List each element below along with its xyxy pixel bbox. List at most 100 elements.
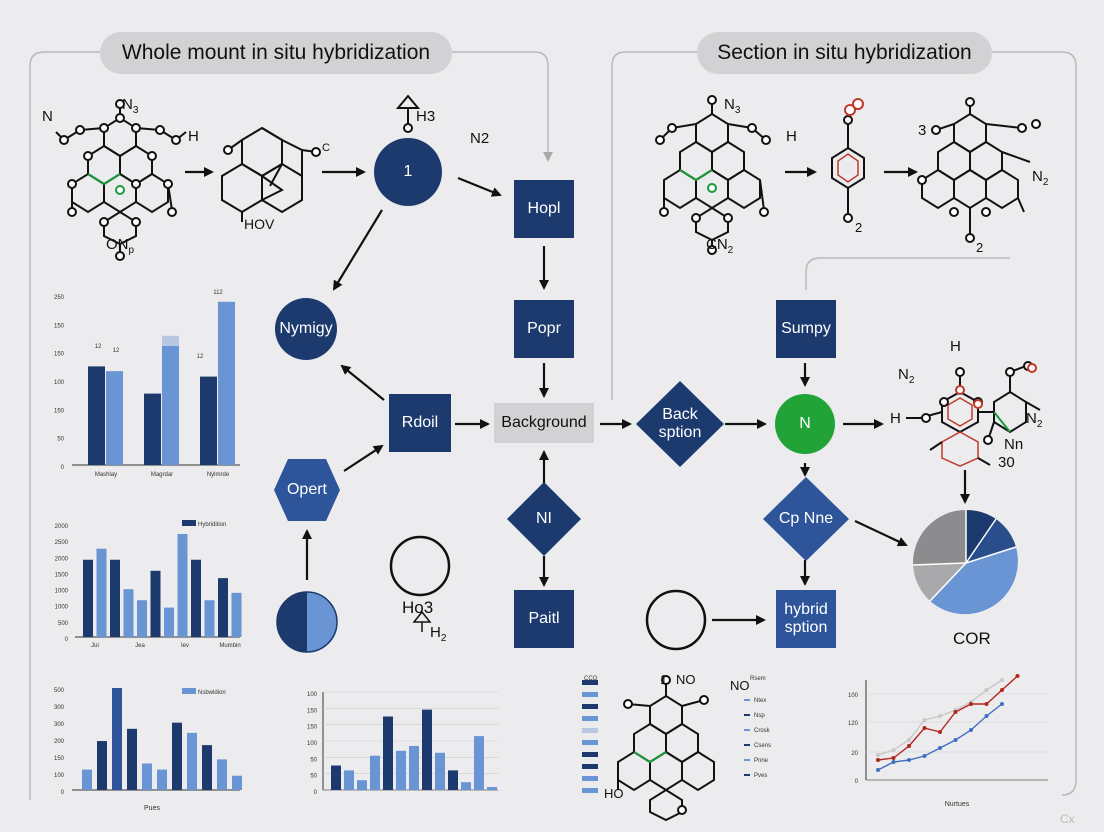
ni-label: NI [536, 509, 552, 527]
m7-1-label: 1 [660, 672, 668, 687]
bar [231, 592, 242, 637]
data-label: 112 [213, 290, 223, 296]
x-tick-label: Jui [91, 643, 99, 649]
m1-n-label: N [42, 108, 53, 125]
back-sption-label: Back sption [658, 405, 702, 441]
series-gray-point [907, 738, 911, 742]
triangle-shape [395, 94, 421, 109]
series-red-point [938, 730, 942, 734]
legend-header: CCO [584, 676, 598, 682]
bar [202, 745, 212, 790]
molecule-1 [55, 99, 187, 261]
bar [97, 741, 107, 790]
triangle-group [395, 94, 421, 133]
bar [96, 548, 107, 637]
h2-label: H2 [430, 624, 447, 644]
bar-series1 [88, 366, 105, 465]
cp-nne-label: Cp Nne [778, 509, 834, 527]
molecule-7 [617, 675, 715, 822]
hopl-box: Hopl [514, 180, 574, 238]
m3-cn-label: CN2 [706, 236, 734, 256]
m3-h-label: H [786, 128, 797, 145]
frame-lines [29, 51, 1077, 800]
m4-o2-label: 2 [855, 220, 863, 235]
bar [217, 759, 227, 790]
bar [110, 559, 120, 637]
hybrid-sption-box: hybrid sption [776, 590, 836, 648]
y-tick-label: 0 [855, 779, 859, 785]
y-tick-label: 150 [54, 408, 65, 414]
legend-swatch [182, 688, 196, 694]
y-tick-label: 100 [307, 692, 318, 698]
y-tick-label: 100 [848, 693, 859, 699]
opert-hexagon-shape [274, 459, 340, 521]
series-blue-point [984, 714, 989, 718]
legend-swatch [182, 520, 196, 526]
x-tick-label: Mumbin [219, 643, 240, 649]
right-frame-line-right [990, 51, 1077, 796]
series-red-point [953, 710, 958, 714]
bar [448, 770, 458, 790]
legend-label: Hybridition [198, 522, 226, 528]
nymigy-circle: Nymigy [275, 298, 337, 360]
series-blue-point [922, 754, 927, 758]
x-tick-label: Nylmrde [207, 472, 230, 478]
watermark: Cx [1060, 812, 1075, 826]
m6-h-label: H [890, 410, 901, 427]
rdoil-box: Rdoil [389, 394, 451, 452]
series-blue-point [1000, 702, 1004, 706]
m6-n2b-label: N2 [1026, 410, 1043, 430]
right-connector-sumpy [805, 257, 1010, 290]
data-label: 12 [197, 354, 204, 360]
y-tick-label: 0 [65, 637, 69, 643]
series-red-point [1000, 688, 1004, 692]
arrow-rdoil-nymigy [340, 364, 385, 401]
bar [150, 570, 161, 637]
bar [157, 769, 167, 790]
series-gray-point [1000, 678, 1004, 682]
circle-node-1 [374, 138, 442, 206]
legend-bar [582, 704, 598, 709]
pie-chart [912, 509, 1018, 615]
y-tick-label: 100 [54, 773, 65, 779]
bar [137, 600, 147, 637]
n-green-circle: N [775, 394, 835, 454]
legend-bar [582, 680, 598, 685]
data-label: 12 [95, 344, 102, 350]
m6-n2-label: N2 [898, 366, 915, 386]
cp-nne-diamond-shape [763, 477, 849, 561]
y-tick-label: 250 [54, 295, 65, 301]
m6-ho-label: H [950, 338, 961, 355]
y-tick-label: 0 [314, 790, 318, 796]
series-gray-point [938, 714, 942, 718]
series-red-point [1015, 674, 1020, 678]
y-tick-label: 0 [61, 465, 65, 471]
bar [383, 716, 393, 790]
bar [474, 736, 484, 790]
molecule-6 [906, 361, 1041, 467]
series-blue-point [891, 760, 896, 764]
bar [435, 752, 445, 790]
y-tick-label: 50 [310, 757, 317, 763]
data-label: 2 [144, 396, 148, 402]
title-section: Section in situ hybridization [697, 32, 992, 74]
background-box: Background [494, 403, 594, 443]
bar [112, 688, 122, 790]
legend-item: Nsp [754, 713, 765, 719]
series-blue-point [907, 758, 911, 762]
y-tick-label: 2000 [55, 556, 69, 562]
legend-label: Nsbwldion [198, 690, 226, 696]
bar [487, 787, 497, 790]
title-whole-mount: Whole mount in situ hybridization [100, 32, 452, 74]
sumpy-box: Sumpy [776, 300, 836, 358]
molecule-3 [655, 95, 771, 255]
molecule-2 [221, 126, 321, 222]
y-tick-label: 150 [307, 725, 318, 731]
molecule-5 [917, 97, 1041, 243]
y-tick-label: 200 [54, 739, 65, 745]
y-tick-label: 2500 [55, 540, 69, 546]
legend-item: Csens [754, 743, 771, 749]
m7-no2-label: NO [730, 678, 750, 693]
